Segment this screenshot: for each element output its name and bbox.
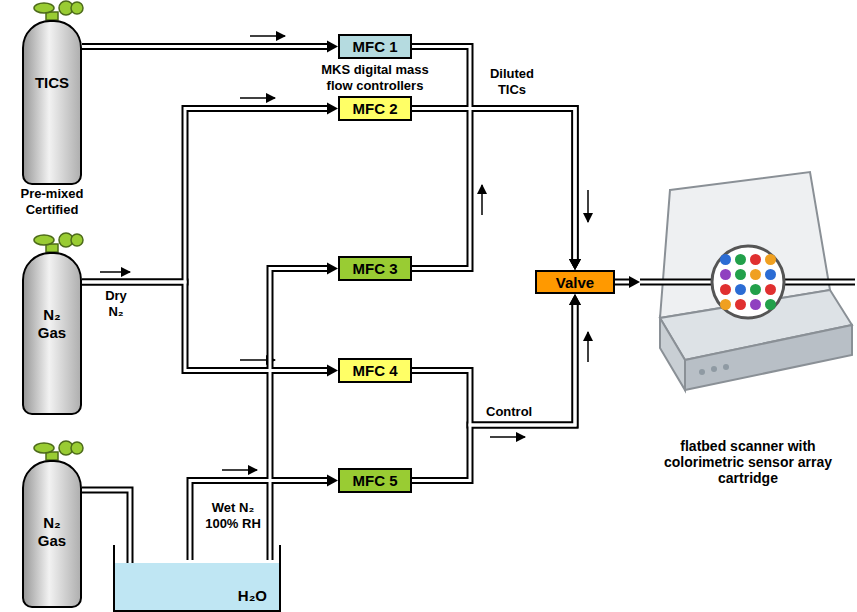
flatbed-scanner: flatbed scanner with colorimetric sensor…: [640, 150, 855, 490]
gas-pipe: [412, 294, 581, 425]
gas-pipe: [82, 43, 330, 50]
node-label: Valve: [556, 274, 594, 291]
gas-pipe: [412, 294, 581, 481]
gas-pipe: [412, 109, 575, 269]
gas-pipe: [412, 109, 581, 271]
gas-cylinder: N₂ Gas: [22, 460, 82, 608]
mass-flow-controller: MFC 4: [338, 358, 412, 383]
node-label: MFC 5: [353, 472, 398, 489]
gas-pipe: [82, 41, 338, 53]
node-label: MFC 3: [353, 260, 398, 277]
gas-pipe: [412, 109, 581, 271]
gas-pipe: [190, 481, 330, 546]
gas-pipe: [412, 109, 575, 263]
node-label: MFC 1: [353, 38, 398, 55]
annotation-label: Dry N₂: [96, 288, 136, 319]
node-label: H₂O: [238, 587, 267, 604]
node-caption: Pre-mixed Certified: [8, 186, 96, 217]
gas-pipe: [270, 263, 338, 546]
gas-pipe: [82, 282, 338, 377]
gas-pipe: [82, 103, 338, 283]
valve-box: Valve: [535, 270, 615, 294]
node-label: flatbed scanner with colorimetric sensor…: [658, 438, 838, 486]
mass-flow-controller: MFC 1: [338, 34, 412, 59]
gas-pipe: [82, 282, 330, 371]
annotation-label: Diluted TICs: [480, 66, 544, 97]
gas-pipe: [412, 47, 581, 271]
annotation-label: Wet N₂ 100% RH: [201, 500, 265, 531]
gas-pipe: [615, 276, 640, 288]
node-label: TICS: [30, 74, 74, 92]
mass-flow-controller: MFC 5: [338, 468, 412, 493]
annotation-label: Control: [486, 404, 532, 420]
node-label: MFC 2: [353, 100, 398, 117]
scanner-illustration: [640, 150, 855, 440]
node-label: N₂ Gas: [30, 306, 74, 342]
mass-flow-controller: MFC 2: [338, 96, 412, 121]
gas-pipe: [412, 302, 575, 481]
gas-pipe: [82, 490, 130, 545]
gas-pipe: [412, 302, 575, 425]
water-bubbler: H₂O: [113, 545, 281, 612]
gas-cylinder: TICSPre-mixed Certified: [22, 20, 82, 185]
mass-flow-controller: MFC 3: [338, 256, 412, 281]
gas-pipe: [82, 109, 330, 283]
node-label: N₂ Gas: [30, 514, 74, 550]
flow-arrow: [100, 36, 588, 470]
gas-cylinder: N₂ Gas: [22, 252, 82, 415]
gas-pipe: [412, 47, 575, 263]
gas-pipe: [190, 475, 338, 546]
annotation-label: MKS digital mass flow controllers: [315, 62, 435, 93]
gas-pipe: [270, 269, 330, 546]
node-label: MFC 4: [353, 362, 398, 379]
gas-pipe: [82, 490, 130, 545]
